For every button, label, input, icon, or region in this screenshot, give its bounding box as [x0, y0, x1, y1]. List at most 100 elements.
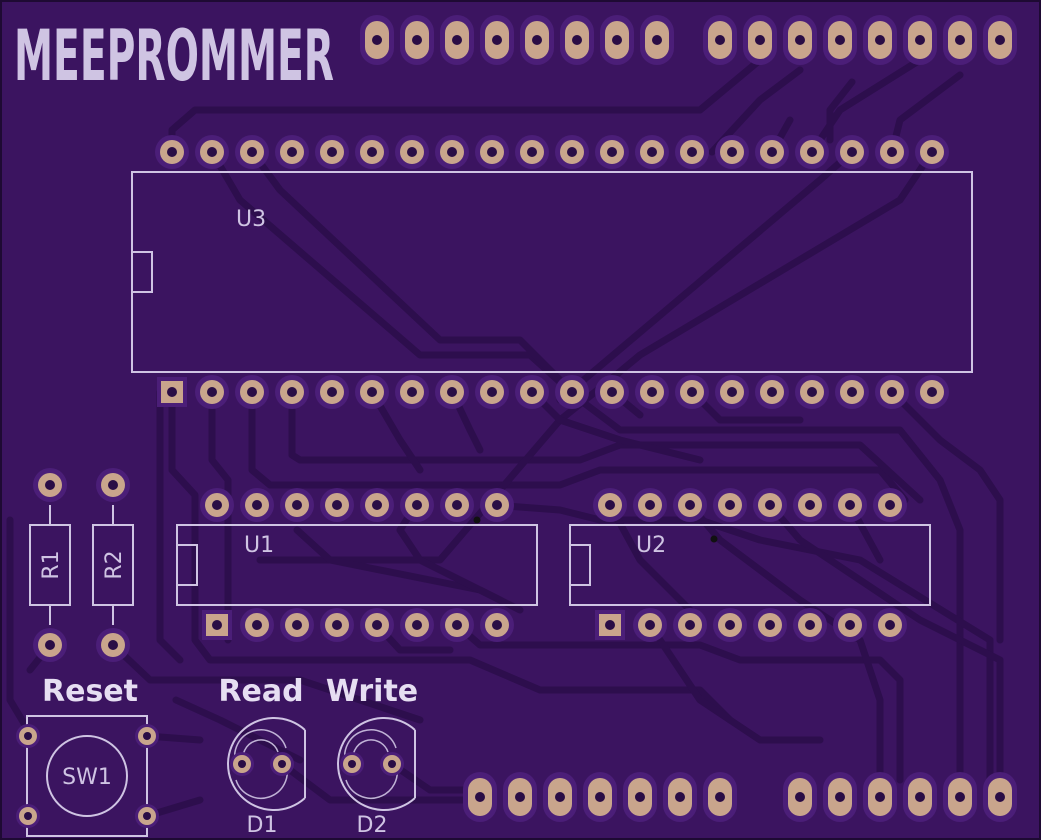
- u1-pad-top: [400, 488, 434, 522]
- d1-label: Read: [218, 674, 303, 709]
- r2-ref: R2: [102, 550, 127, 579]
- header-bottom-pad: [663, 772, 697, 822]
- header-top-pad: [903, 15, 937, 65]
- header-top-pad: [520, 15, 554, 65]
- u1-ref: U1: [244, 533, 274, 558]
- u2-pad-bottom: [713, 608, 747, 642]
- u1-pad-bottom: [360, 608, 394, 642]
- u3-pad-bottom: [555, 375, 589, 409]
- d2-ref: D2: [357, 813, 388, 838]
- u1-pad-top: [320, 488, 354, 522]
- header-bottom-pad: [463, 772, 497, 822]
- u2-pad-bottom: [673, 608, 707, 642]
- u1-pad-bottom: [440, 608, 474, 642]
- u3-pad-bottom: [315, 375, 349, 409]
- sw1-label: Reset: [42, 674, 138, 709]
- via: [710, 535, 718, 543]
- header-top-pad: [480, 15, 514, 65]
- header-bottom-pad: [503, 772, 537, 822]
- d2-outline: [337, 717, 416, 811]
- header-bottom-pad: [703, 772, 737, 822]
- u2-pad-1: [595, 610, 625, 640]
- u3-pad-bottom: [435, 375, 469, 409]
- r2-pad: [96, 468, 130, 502]
- header-top-pad: [783, 15, 817, 65]
- u2-pad-top: [713, 488, 747, 522]
- u1-notch: [177, 544, 198, 586]
- u1-pad-top: [440, 488, 474, 522]
- header-bottom-pad: [583, 772, 617, 822]
- r2-pad: [96, 628, 130, 662]
- u1-pad-bottom: [280, 608, 314, 642]
- u3-pad-top: [155, 135, 189, 169]
- u1-pad-bottom: [480, 608, 514, 642]
- u3-pad-top: [635, 135, 669, 169]
- u3-pad-top: [715, 135, 749, 169]
- u1-pad-top: [200, 488, 234, 522]
- u1-pad-top: [480, 488, 514, 522]
- d1-pad: [270, 752, 294, 776]
- header-top-pad: [943, 15, 977, 65]
- u3-pad-bottom: [195, 375, 229, 409]
- u3-pad-top: [875, 135, 909, 169]
- u3-pad-bottom: [915, 375, 949, 409]
- header-bottom-pad: [623, 772, 657, 822]
- pads: [16, 15, 1017, 828]
- u1-pad-top: [280, 488, 314, 522]
- u3-pad-bottom: [515, 375, 549, 409]
- r1-pad: [33, 628, 67, 662]
- u2-pad-bottom: [833, 608, 867, 642]
- u3-pad-bottom: [595, 375, 629, 409]
- u2-notch: [570, 544, 591, 586]
- u2-pad-bottom: [633, 608, 667, 642]
- r1-ref: R1: [39, 550, 64, 579]
- via: [473, 516, 481, 524]
- u1-pad-bottom: [240, 608, 274, 642]
- u3-outline: [131, 171, 973, 373]
- header-top-pad: [703, 15, 737, 65]
- u2-pad-top: [633, 488, 667, 522]
- header-bottom-pad: [823, 772, 857, 822]
- sw1-ref: SW1: [62, 765, 112, 790]
- header-top-pad: [360, 15, 394, 65]
- u1-pad-bottom: [320, 608, 354, 642]
- u3-pad-bottom: [755, 375, 789, 409]
- d2-pad: [340, 752, 364, 776]
- u2-pad-bottom: [873, 608, 907, 642]
- header-top-pad: [440, 15, 474, 65]
- u3-pad-bottom: [715, 375, 749, 409]
- u3-pad-bottom: [475, 375, 509, 409]
- header-bottom-pad: [543, 772, 577, 822]
- u3-pad-top: [835, 135, 869, 169]
- sw1-pad: [135, 724, 159, 748]
- u3-pad-top: [235, 135, 269, 169]
- header-top-pad: [400, 15, 434, 65]
- u3-pad-top: [755, 135, 789, 169]
- u2-outline: [569, 524, 931, 606]
- header-top-pad: [640, 15, 674, 65]
- u3-pad-bottom: [355, 375, 389, 409]
- u3-pad-top: [475, 135, 509, 169]
- u2-pad-top: [873, 488, 907, 522]
- u2-pad-top: [833, 488, 867, 522]
- header-top-pad: [600, 15, 634, 65]
- u3-pad-top: [275, 135, 309, 169]
- sw1-pad: [135, 804, 159, 828]
- u3-pad-1: [157, 377, 187, 407]
- u1-pad-top: [360, 488, 394, 522]
- u3-pad-top: [355, 135, 389, 169]
- u3-pad-top: [675, 135, 709, 169]
- u3-pad-bottom: [675, 375, 709, 409]
- header-bottom-pad: [783, 772, 817, 822]
- u3-notch: [132, 251, 153, 293]
- u1-pad-bottom: [400, 608, 434, 642]
- d1-ref: D1: [247, 813, 278, 838]
- u2-pad-top: [793, 488, 827, 522]
- u3-pad-top: [395, 135, 429, 169]
- header-top-pad: [863, 15, 897, 65]
- u3-pad-bottom: [275, 375, 309, 409]
- header-top-pad: [560, 15, 594, 65]
- u3-pad-top: [795, 135, 829, 169]
